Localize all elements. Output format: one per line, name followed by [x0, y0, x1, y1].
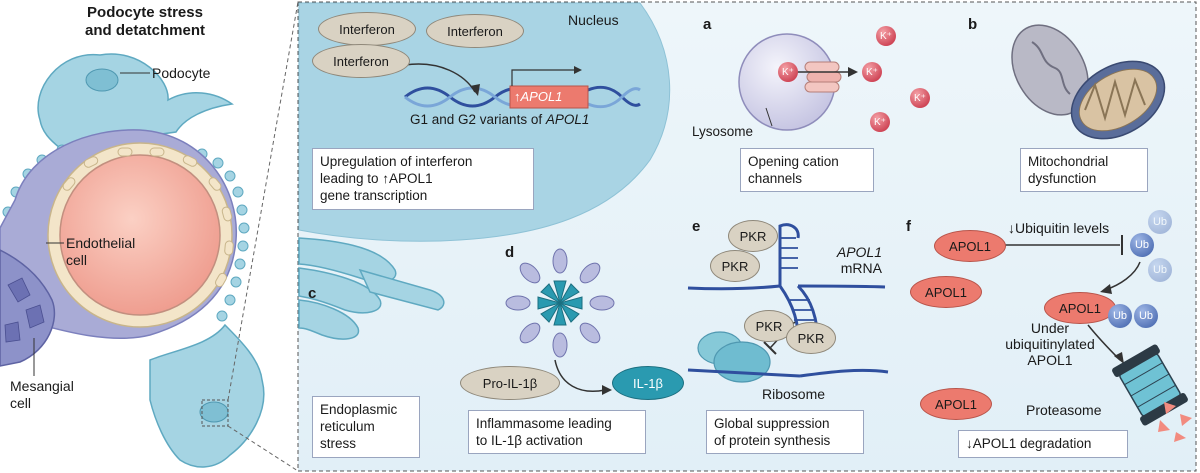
- apol1-2: APOL1: [910, 276, 982, 308]
- lysosome-label: Lysosome: [692, 124, 754, 139]
- panel-c-caption-line3: stress: [320, 436, 357, 451]
- panel-d-caption-box: Inflammasome leading to IL-1β activation: [468, 410, 646, 454]
- pkr-2: PKR: [710, 250, 760, 282]
- endothelial-label-line1: Endothelial: [66, 235, 136, 251]
- panel-b-letter: b: [968, 16, 978, 33]
- panel-e-caption-box: Global suppression of protein synthesis: [706, 410, 864, 454]
- panel-e-letter: e: [692, 218, 701, 235]
- proteasome-label: Proteasome: [1026, 402, 1102, 418]
- ribosome-label: Ribosome: [762, 386, 826, 402]
- panel-f-caption-line1: ↓APOL1 degradation: [966, 436, 1092, 451]
- k-ion-3: K⁺: [910, 88, 930, 108]
- pro-il1b: Pro-IL-1β: [460, 366, 560, 400]
- mitochondria: [1011, 24, 1166, 140]
- panel-a-letter: a: [703, 16, 712, 33]
- panel-d-caption-line2: to IL-1β activation: [476, 433, 583, 448]
- ub-3: Ub: [1134, 304, 1158, 328]
- apol1-1: APOL1: [934, 230, 1006, 262]
- pkr-1: PKR: [728, 220, 778, 252]
- left-title: Podocyte stress and detatchment: [40, 4, 250, 40]
- variants-label: G1 and G2 variants of APOL1: [410, 112, 589, 128]
- dna-helix: [404, 85, 641, 109]
- interferon-2: Interferon: [426, 14, 524, 48]
- nucleus-caption-line3: gene transcription: [320, 188, 428, 203]
- peptide-fragments: [1158, 402, 1192, 442]
- nucleus-caption-line1: Upregulation of interferon: [320, 154, 473, 169]
- ub-1: Ub: [1130, 233, 1154, 257]
- mesangial-label: Mesangial cell: [10, 378, 74, 412]
- variants-text: G1 and G2 variants of: [410, 112, 543, 127]
- under-line1: Under: [1030, 320, 1070, 336]
- interferon-1: Interferon: [318, 12, 416, 46]
- variants-gene: APOL1: [545, 112, 590, 127]
- proteasome: [1112, 344, 1188, 426]
- apol1-gene-box: [509, 85, 589, 109]
- mesangial-label-line1: Mesangial: [10, 378, 74, 394]
- under-line3: APOL1: [1027, 352, 1073, 368]
- under-line2: ubiquitinylated: [1005, 336, 1095, 352]
- mrna-label-line1: APOL1: [836, 244, 882, 260]
- left-title-line1: Podocyte stress: [87, 4, 203, 21]
- nucleus-label: Nucleus: [568, 12, 619, 28]
- apol1-gene-arrow: ↑: [514, 89, 521, 104]
- panel-d-caption-line1: Inflammasome leading: [476, 416, 612, 431]
- panel-f-letter: f: [906, 218, 911, 235]
- endoplasmic-reticulum: [298, 237, 445, 340]
- k-ion-2: K⁺: [862, 62, 882, 82]
- pkr-3: PKR: [744, 310, 794, 342]
- panel-b-caption-line1: Mitochondrial: [1028, 154, 1109, 169]
- k-ion-1: K⁺: [876, 26, 896, 46]
- cation-channel: [804, 61, 842, 93]
- mesangial-label-line2: cell: [10, 395, 32, 411]
- k-ion-inside: K⁺: [778, 62, 798, 82]
- interferon-3: Interferon: [312, 44, 410, 78]
- panel-f-caption-box: ↓APOL1 degradation: [958, 430, 1128, 458]
- panel-b-caption-line2: dysfunction: [1028, 171, 1097, 186]
- podocyte-cell-bottom: [149, 323, 265, 468]
- nucleus-caption-box: Upregulation of interferon leading to ↑A…: [312, 148, 534, 210]
- under-ubiquitinylated-label: Under ubiquitinylated APOL1: [1000, 320, 1100, 368]
- mrna-label-line2: mRNA: [840, 260, 882, 276]
- panel-c-caption-line1: Endoplasmic: [320, 402, 398, 417]
- endothelial-label: Endothelial cell: [66, 235, 135, 269]
- mrna-label: APOL1 mRNA: [830, 244, 882, 276]
- ub-faded: Ub: [1148, 210, 1172, 234]
- k-ion-4: K⁺: [870, 112, 890, 132]
- apol1-gene-text: APOL1: [520, 89, 563, 104]
- panel-d-letter: d: [505, 244, 515, 261]
- ubiquitin-levels-label: ↓Ubiquitin levels: [1008, 220, 1110, 236]
- panel-e-caption-line1: Global suppression: [714, 416, 830, 431]
- panel-b-caption-box: Mitochondrial dysfunction: [1020, 148, 1148, 192]
- panel-a-caption-line1: Opening cation: [748, 154, 839, 169]
- panel-c-letter: c: [308, 285, 317, 302]
- ub-2: Ub: [1108, 304, 1132, 328]
- podocyte-nucleus: [85, 68, 119, 92]
- panel-a-caption-box: Opening cation channels: [740, 148, 874, 192]
- nucleus-caption-line2: leading to ↑APOL1: [320, 171, 433, 186]
- inflammasome: [505, 248, 615, 358]
- panel-c-caption-line2: reticulum: [320, 419, 375, 434]
- apol1-4: APOL1: [920, 388, 992, 420]
- left-title-line2: and detatchment: [84, 22, 205, 39]
- podocyte-label: Podocyte: [152, 65, 211, 81]
- endothelial-label-line2: cell: [66, 252, 88, 268]
- capillary-illustration: [0, 1, 299, 472]
- ub-faded-2: Ub: [1148, 258, 1172, 282]
- il1b: IL-1β: [612, 366, 684, 400]
- pkr-4: PKR: [786, 322, 836, 354]
- panel-e-caption-line2: of protein synthesis: [714, 433, 831, 448]
- apol1-gene-label: ↑APOL1: [514, 89, 562, 105]
- panel-c-caption-box: Endoplasmic reticulum stress: [312, 396, 420, 458]
- panel-a-caption-line2: channels: [748, 171, 803, 186]
